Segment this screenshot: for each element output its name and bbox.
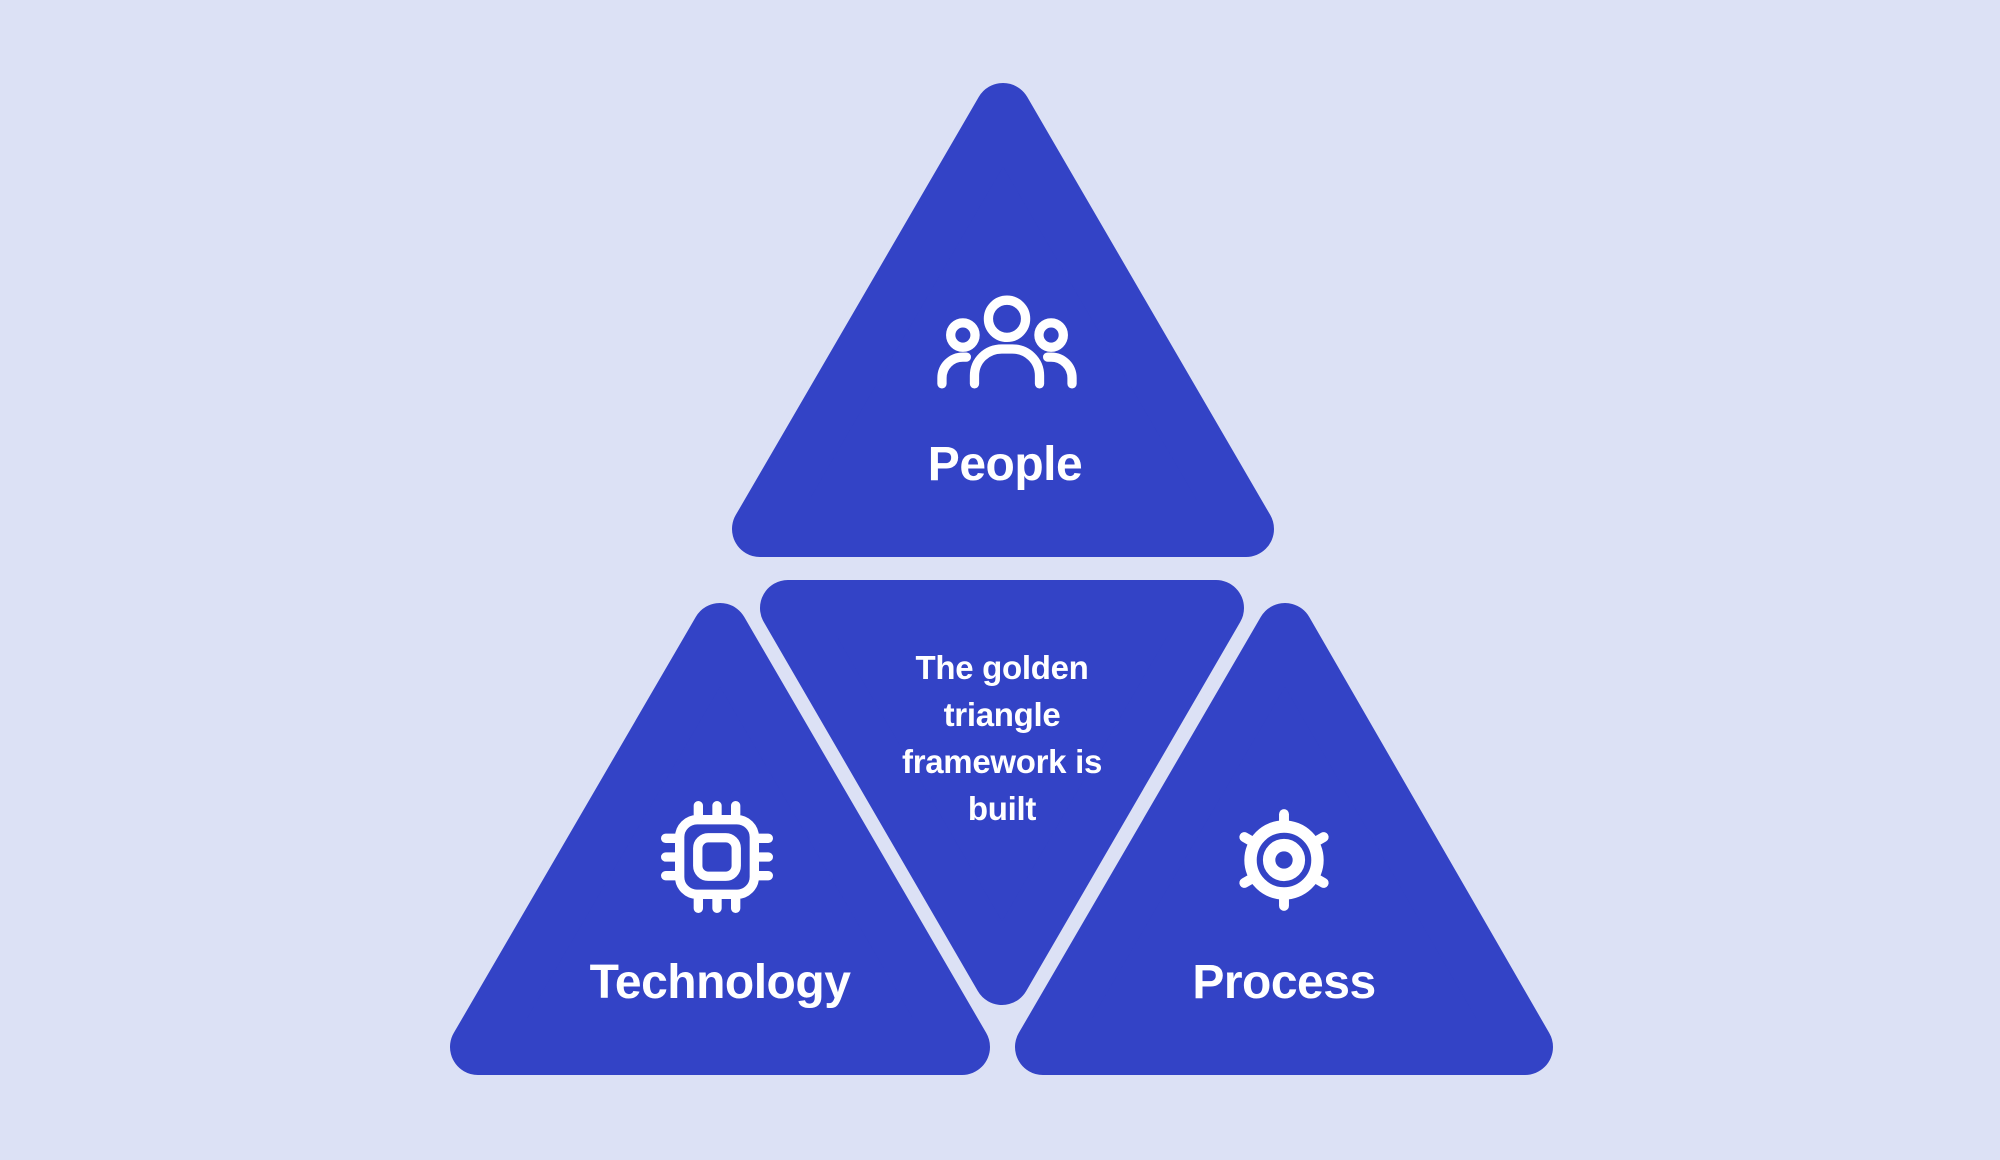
people-label: People bbox=[927, 438, 1083, 491]
center-inverted-triangle bbox=[760, 580, 1244, 1005]
people-group-icon bbox=[937, 295, 1077, 389]
center-text: The golden triangle framework is built bbox=[902, 649, 1102, 827]
technology-label: Technology bbox=[589, 956, 851, 1009]
cpu-chip-icon bbox=[661, 801, 773, 913]
people-triangle bbox=[732, 83, 1274, 557]
gear-icon bbox=[1239, 809, 1329, 911]
process-label: Process bbox=[1192, 956, 1376, 1009]
